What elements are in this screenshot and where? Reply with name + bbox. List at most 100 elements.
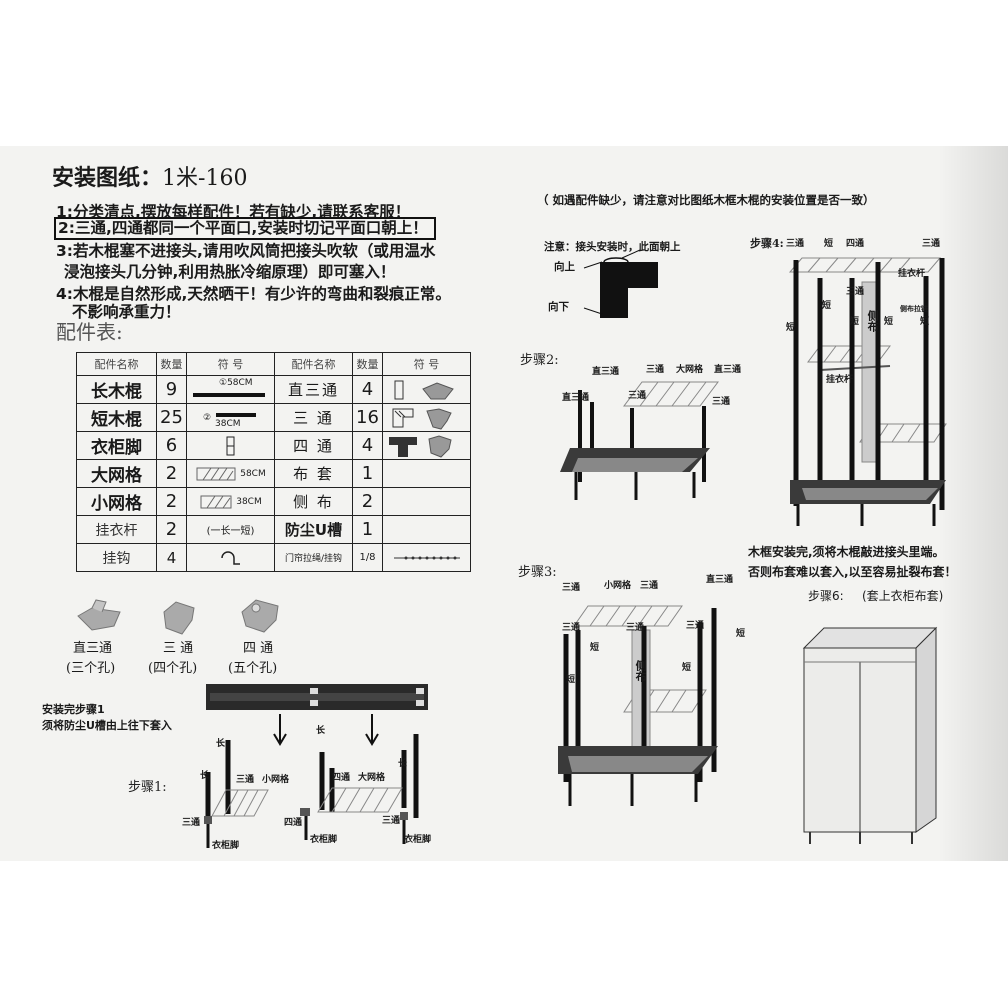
- joint-diagram: [583, 249, 658, 318]
- table-header-row: 配件名称 数量 符 号 配件名称 数量 符 号: [76, 352, 471, 376]
- part-name-2: 四 通: [274, 431, 353, 460]
- header-cell: 符 号: [186, 352, 275, 376]
- step4-label-zipper: 侧布拉链: [900, 305, 928, 313]
- table-row: 挂衣杆 2 (一长一短) 防尘U槽 1: [76, 515, 471, 544]
- step1-note-title: 安装完步骤1: [42, 703, 105, 716]
- step4-label-short: 短: [824, 239, 834, 249]
- part-qty-2: 16: [352, 403, 383, 432]
- instruction-2: 2:三通,四通都同一个平面口,安装时切记平面口朝上！: [54, 217, 436, 240]
- instruction-3-cont: 浸泡接头几分钟,利用热胀冷缩原理）即可塞入！: [64, 263, 396, 281]
- connector-name-1: 直三通: [73, 641, 113, 656]
- step1-label-long-3: 长: [316, 726, 326, 736]
- instruction-4: 4:木棍是自然形成,天然晒干！有少许的弯曲和裂痕正常。: [56, 285, 451, 303]
- part-name-2: 三 通: [274, 403, 353, 432]
- part-symbol: 58CM: [186, 459, 275, 488]
- step3-diagram: [558, 605, 718, 806]
- step1-label-small-grid: 小网格: [262, 775, 290, 785]
- part-qty-2: 4: [352, 375, 383, 404]
- connector-holes-2: (四个孔): [148, 661, 198, 676]
- instruction-2-text: 2:三通,四通都同一个平面口,安装时切记平面口朝上！: [54, 217, 436, 240]
- step6-title: 步骤6:: [808, 589, 844, 603]
- table-row: 挂钩 4 门帘拉绳/挂钩 1/8: [76, 543, 471, 572]
- step1-label-four-way: 四通: [332, 773, 351, 783]
- step6-caption: (套上衣柜布套): [862, 589, 944, 603]
- part-name-2: 门帘拉绳/挂钩: [274, 543, 353, 572]
- instruction-4-cont: 不影响承重力！: [72, 303, 181, 321]
- part-qty: 2: [156, 459, 187, 488]
- parts-list-title: 配件表:: [56, 320, 123, 344]
- connector-holes-3: (五个孔): [228, 661, 278, 676]
- step1-label-long: 长: [216, 739, 226, 749]
- step2-label-three-way: 三通: [646, 365, 665, 375]
- part-name: 小网格: [76, 487, 157, 516]
- step2-label-three-way-2: 三通: [628, 391, 647, 401]
- four-way-icon: [388, 434, 452, 458]
- missing-parts-note: （ 如遇配件缺少，请注意对比图纸木框木棍的安装位置是否一致）: [537, 193, 875, 207]
- long-rod-size: ①58CM: [219, 378, 253, 388]
- header-cell: 数量: [352, 352, 383, 376]
- title-model: 1米-160: [162, 166, 248, 191]
- step1-label-foot-2: 衣柜脚: [310, 835, 338, 845]
- down-arrows: [273, 714, 379, 746]
- hook-icon: [220, 550, 240, 565]
- step4-label-side: 侧布: [866, 310, 880, 332]
- part-qty-2: 1: [352, 515, 383, 544]
- part-name: 挂钩: [76, 543, 157, 572]
- step3-label-three-way-3: 三通: [562, 623, 581, 633]
- part-symbol-2: [382, 459, 471, 488]
- step3-label-side: 侧布: [634, 660, 648, 682]
- part-name: 短木棍: [76, 403, 157, 432]
- parts-table: 配件名称 数量 符 号 配件名称 数量 符 号 长木棍 9 ①58CM 直三通 …: [76, 352, 471, 572]
- instruction-3: 3:若木棍塞不进接头,请用吹风筒把接头吹软（或用温水: [56, 242, 436, 260]
- step1-label-three-way-2: 三通: [182, 818, 201, 828]
- arrow-down-icon: [273, 714, 287, 746]
- part-symbol-2: [382, 375, 471, 404]
- table-row: 长木棍 9 ①58CM 直三通 4: [76, 375, 471, 404]
- step3-label-short-4: 短: [682, 663, 692, 673]
- three-way-connector-icon: [163, 601, 195, 635]
- part-qty: 25: [156, 403, 187, 432]
- connector-icons: [77, 599, 279, 635]
- step4-diagram: [788, 257, 947, 526]
- step3-label-small-grid: 小网格: [604, 581, 632, 591]
- part-name: 长木棍: [76, 375, 157, 404]
- step1-diagram: [204, 734, 419, 848]
- part-symbol-2: [382, 515, 471, 544]
- four-way-connector-icon: [241, 599, 279, 633]
- arrow-down-icon: [365, 714, 379, 746]
- long-rod-icon: [192, 392, 265, 397]
- step1-label-four-way-2: 四通: [284, 818, 303, 828]
- step4-title: 步骤4:: [750, 237, 784, 250]
- part-qty: 6: [156, 431, 187, 460]
- part-qty: 2: [156, 515, 187, 544]
- three-way-icon: [392, 407, 452, 430]
- small-grid-icon: [200, 495, 232, 508]
- part-qty-2: 1: [352, 459, 383, 488]
- instruction-1: 1:分类清点,摆放每样配件！若有缺少,请联系客服！: [56, 203, 411, 221]
- step2-label-three-way-3: 三通: [712, 397, 731, 407]
- step3-label-three-way-2: 三通: [640, 581, 659, 591]
- short-rod-number: ②: [202, 412, 212, 423]
- step3-label-short-2: 短: [736, 629, 746, 639]
- part-name-2: 布 套: [274, 459, 353, 488]
- page-title: 安装图纸：1米-160: [52, 166, 248, 191]
- step2-label-big-grid: 大网格: [676, 365, 704, 375]
- part-qty: 2: [156, 487, 187, 516]
- step2-title: 步骤2:: [520, 353, 559, 368]
- part-qty-2: 4: [352, 431, 383, 460]
- straight-tee-connector-icon: [77, 599, 121, 631]
- step1-title: 步骤1:: [128, 780, 167, 795]
- step4-label-short-4: 短: [850, 317, 860, 327]
- step4-label-three-way: 三通: [786, 239, 805, 249]
- part-name: 衣柜脚: [76, 431, 157, 460]
- step4-label-three-way-2: 三通: [922, 239, 941, 249]
- step1-label-three-way-3: 三通: [382, 816, 401, 826]
- part-name-2: 直三通: [274, 375, 353, 404]
- step1-label-long-4: 长: [398, 759, 408, 769]
- part-name-2: 防尘U槽: [274, 515, 353, 544]
- step4-label-short-6: 短: [920, 317, 930, 327]
- step3-title: 步骤3:: [518, 565, 557, 580]
- step4-label-short-2: 短: [786, 323, 796, 333]
- straight-tee-icon: [394, 380, 454, 399]
